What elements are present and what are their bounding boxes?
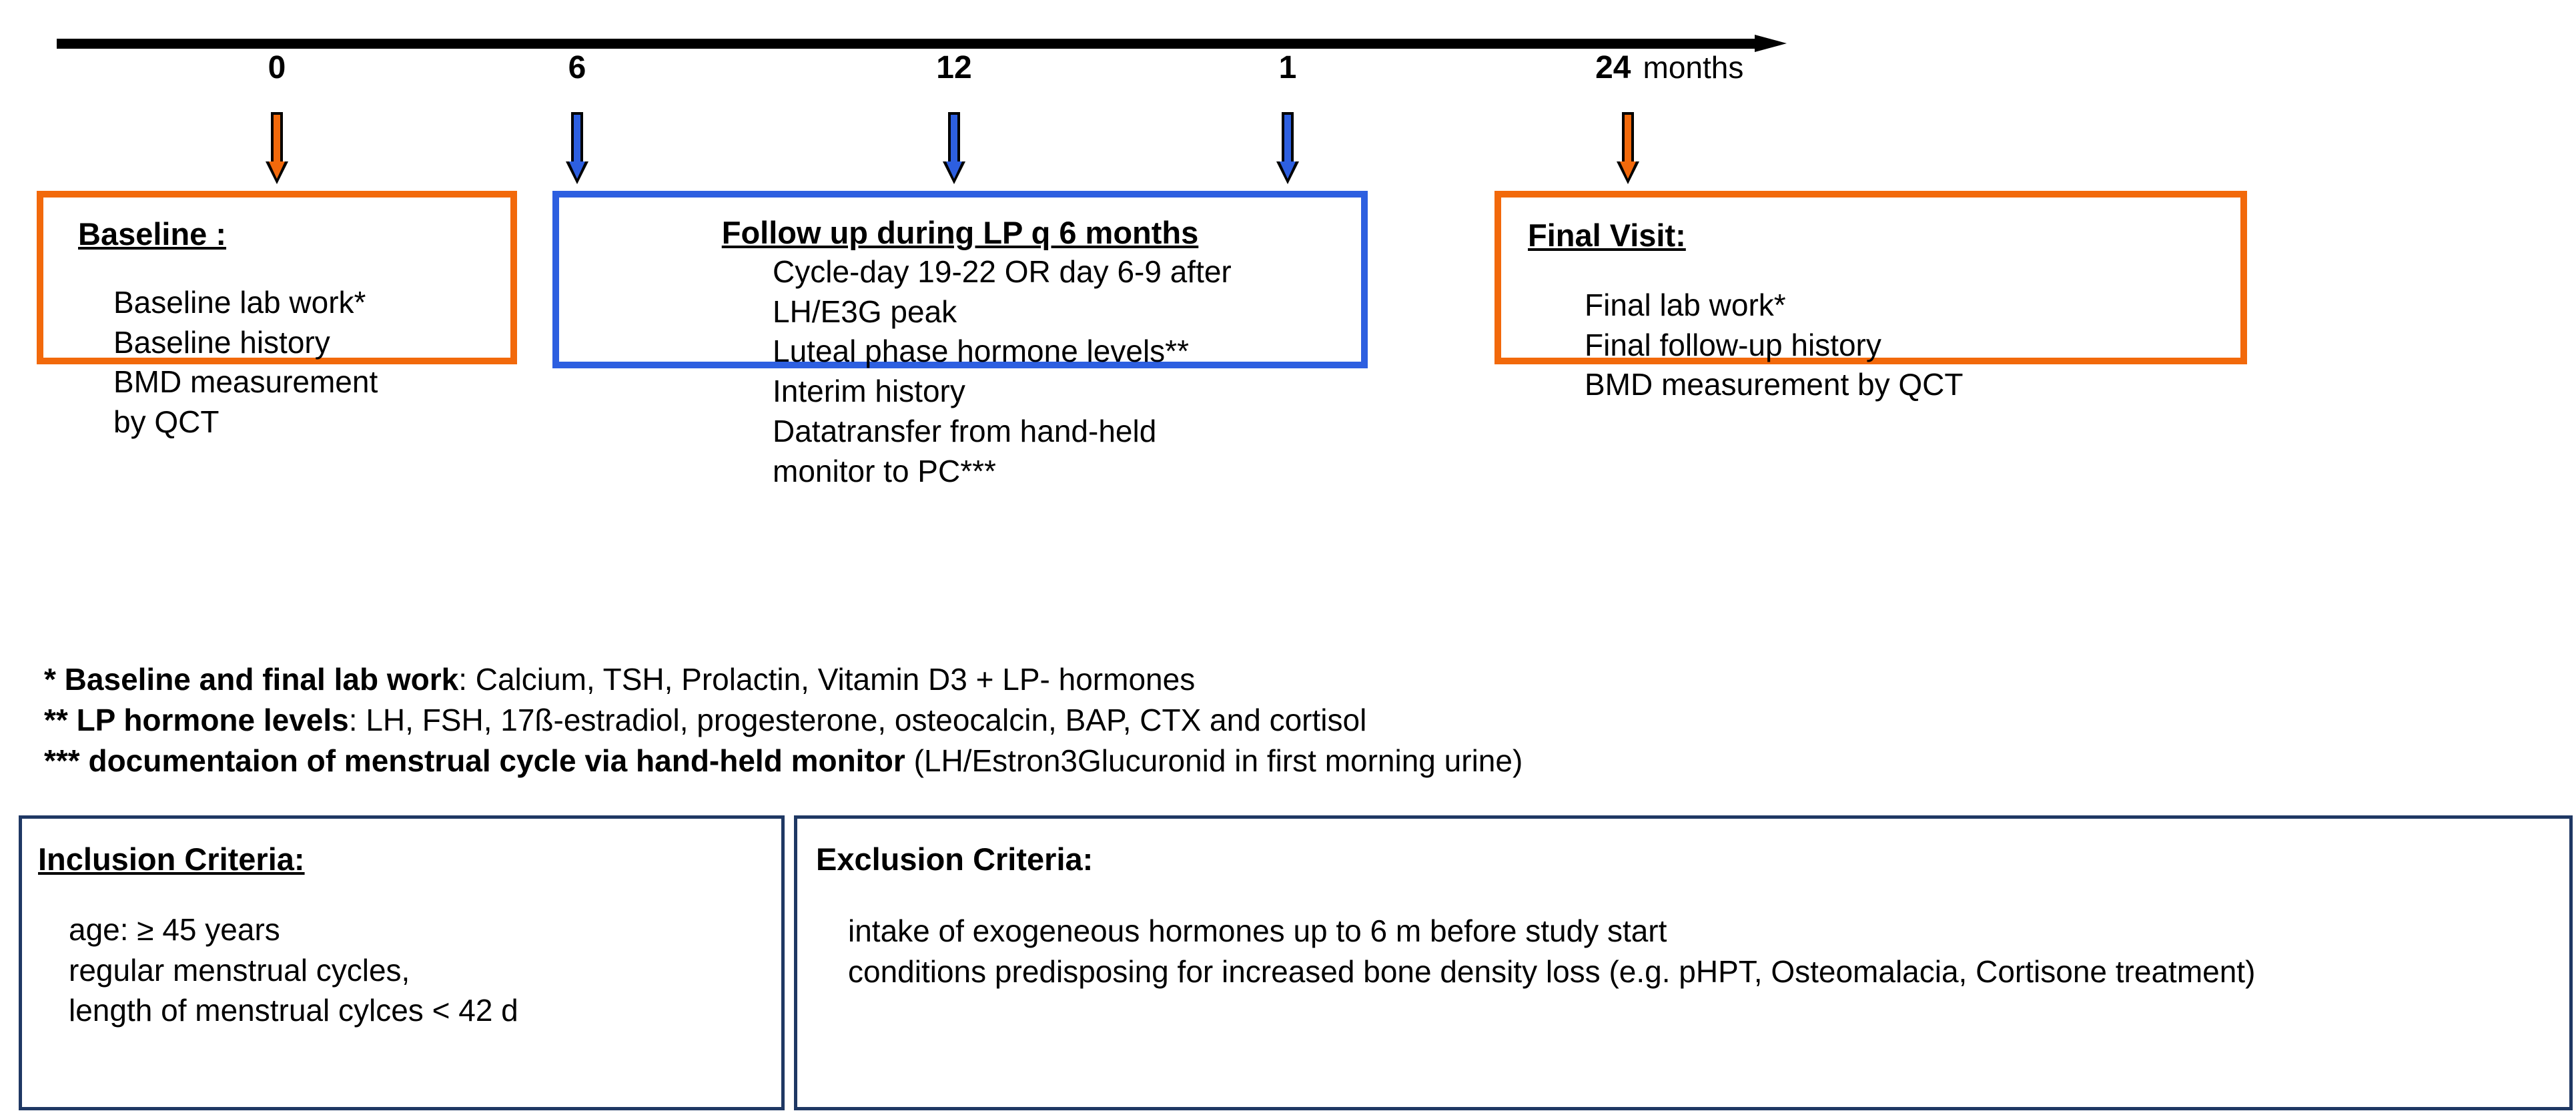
timeline-down-arrow-icon <box>1617 112 1639 207</box>
exclusion-criteria-title: Exclusion Criteria: <box>816 841 1094 877</box>
footnote-text: : LH, FSH, 17ß-estradiol, progesterone, … <box>348 703 1367 738</box>
timeline-tick-label-0: 0 <box>268 50 286 85</box>
inclusion-criteria-box: Inclusion Criteria: age: ≥ 45 years regul… <box>19 815 785 1110</box>
exclusion-criteria-body: intake of exogeneous hormones up to 6 m … <box>848 911 2569 992</box>
baseline-box-line: Baseline history <box>113 324 330 360</box>
followup-box-title: Follow up during LP q 6 months <box>721 215 1199 250</box>
timeline-down-arrow-icon <box>943 112 965 207</box>
arrow-head-fill <box>946 161 962 179</box>
timeline-down-arrow-icon <box>1276 112 1299 207</box>
footnote-2: ** LP hormone levels: LH, FSH, 17ß-estra… <box>44 700 2513 741</box>
arrow-shaft <box>1622 112 1634 161</box>
inclusion-criteria-line: regular menstrual cycles, <box>69 952 410 988</box>
timeline-tick-label-6: 6 <box>568 50 586 85</box>
timeline-tick-label-1: 1 <box>1278 50 1297 85</box>
final-visit-box: Final Visit: Final lab work* Final follow… <box>1494 191 2247 402</box>
final-visit-box-line: BMD measurement by QCT <box>1585 367 1964 402</box>
timeline-unit-label: months <box>1643 50 1744 85</box>
timeline-axis <box>57 35 1818 52</box>
followup-box-line: Datatransfer from hand-held <box>773 414 1157 448</box>
timeline-arrowhead-icon <box>1755 35 1787 52</box>
footnote-1: * Baseline and final lab work: Calcium, … <box>44 659 2513 700</box>
footnotes-block: * Baseline and final lab work: Calcium, … <box>44 659 2513 782</box>
footnote-label: * Baseline and final lab work <box>44 662 459 697</box>
followup-box-line: Interim history <box>773 374 965 409</box>
followup-box-line: Cycle-day 19-22 OR day 6-9 after <box>773 254 1232 289</box>
final-visit-box-line: Final follow-up history <box>1585 327 1881 362</box>
footnote-label: *** documentaion of menstrual cycle via … <box>44 743 905 779</box>
arrow-shaft <box>948 112 960 161</box>
footnote-label: ** LP hormone levels <box>44 703 349 738</box>
baseline-box-line: Baseline lab work* <box>113 284 366 320</box>
timeline-down-arrow-icon <box>566 112 588 207</box>
timeline-down-arrow-icon <box>266 112 288 207</box>
exclusion-criteria-line: intake of exogeneous hormones up to 6 m … <box>848 913 1667 948</box>
footnote-text: : Calcium, TSH, Prolactin, Vitamin D3 + … <box>458 662 1196 697</box>
footnote-3: *** documentaion of menstrual cycle via … <box>44 741 2513 781</box>
inclusion-criteria-title: Inclusion Criteria: <box>38 841 305 877</box>
followup-box-line: Luteal phase hormone levels** <box>773 334 1189 369</box>
inclusion-criteria-body: age: ≥ 45 years regular menstrual cycles,… <box>69 909 781 1031</box>
inclusion-criteria-line: length of menstrual cylces < 42 d <box>69 993 518 1028</box>
arrow-shaft <box>1282 112 1294 161</box>
arrow-head-fill <box>269 161 285 179</box>
exclusion-criteria-line: conditions predisposing for increased bo… <box>848 954 2256 989</box>
baseline-box: Baseline : Baseline lab work* Baseline hi… <box>37 191 517 439</box>
arrow-head-fill <box>569 161 585 179</box>
followup-box-line: LH/E3G peak <box>773 294 957 329</box>
followup-box: Follow up during LP q 6 months Cycle-day… <box>552 191 1368 488</box>
followup-box-line: monitor to PC*** <box>773 453 996 488</box>
footnote-text: (LH/Estron3Glucuronid in first morning u… <box>905 743 1523 779</box>
timeline-axis-line <box>57 39 1765 49</box>
arrow-head-fill <box>1280 161 1296 179</box>
inclusion-criteria-line: age: ≥ 45 years <box>69 911 280 947</box>
timeline-tick-label-12: 12 <box>936 50 972 85</box>
baseline-box-line: BMD measurement <box>113 364 378 400</box>
baseline-box-title: Baseline : <box>78 216 227 252</box>
exclusion-criteria-box: Exclusion Criteria: intake of exogeneous… <box>794 815 2573 1110</box>
arrow-shaft <box>571 112 583 161</box>
arrow-shaft <box>271 112 283 161</box>
final-visit-box-title: Final Visit: <box>1528 218 1686 253</box>
arrow-head-fill <box>1620 161 1636 179</box>
final-visit-box-line: Final lab work* <box>1585 287 1786 322</box>
baseline-box-line: by QCT <box>113 404 220 440</box>
